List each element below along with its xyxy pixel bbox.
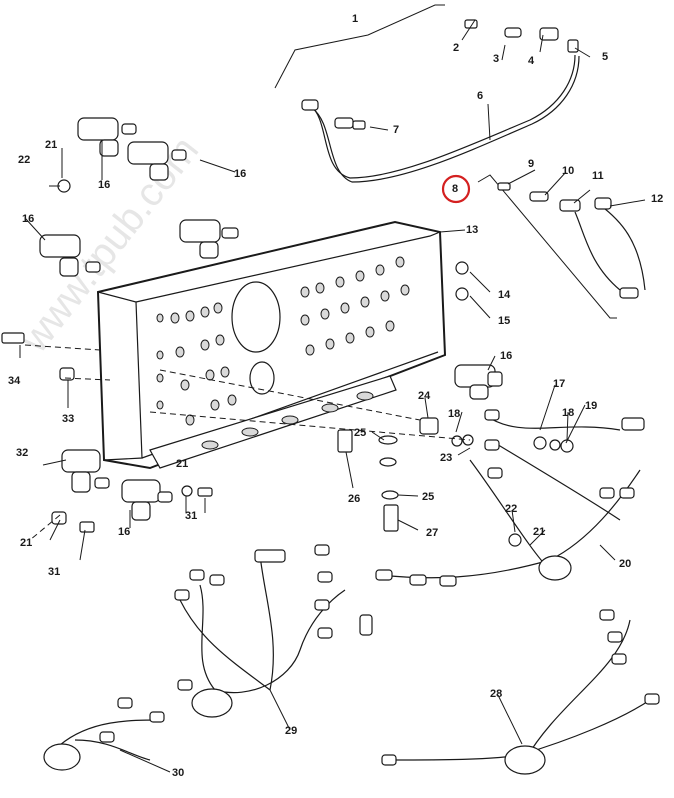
callout-17: 17 <box>553 378 565 390</box>
callout-25-a: 25 <box>354 427 366 439</box>
callout-8: 8 <box>452 183 458 195</box>
callout-34: 34 <box>8 375 21 387</box>
callout-31-a: 31 <box>185 510 197 522</box>
callout-28: 28 <box>490 688 502 700</box>
callout-2: 2 <box>453 42 459 54</box>
callout-29: 29 <box>285 725 297 737</box>
callout-32: 32 <box>16 447 28 459</box>
callout-11: 11 <box>592 170 604 182</box>
receptacles <box>1 117 503 533</box>
callout-16-a: 16 <box>98 179 110 191</box>
callout-3: 3 <box>493 53 499 65</box>
harness-28 <box>381 609 660 775</box>
callout-16-d: 16 <box>500 350 512 362</box>
callout-9: 9 <box>528 158 534 170</box>
callout-26: 26 <box>348 493 360 505</box>
callout-30: 30 <box>172 767 184 779</box>
harness-30 <box>43 697 165 771</box>
harness-top <box>274 4 580 183</box>
callout-16-c: 16 <box>22 213 34 225</box>
callout-18-a: 18 <box>448 408 460 420</box>
callout-10: 10 <box>562 165 574 177</box>
callout-4: 4 <box>528 55 535 67</box>
callout-21-a: 21 <box>45 139 57 151</box>
callout-13: 13 <box>466 224 478 236</box>
callout-19: 19 <box>585 400 597 412</box>
callout-1: 1 <box>352 13 358 25</box>
leader-lines <box>19 19 646 773</box>
center-hardware <box>24 261 574 547</box>
callout-16-e: 16 <box>118 526 130 538</box>
callout-21-d: 21 <box>20 537 32 549</box>
callout-22-a: 22 <box>18 154 30 166</box>
callout-24: 24 <box>418 390 431 402</box>
callout-16-b: 16 <box>234 168 246 180</box>
callout-27: 27 <box>426 527 438 539</box>
callout-14: 14 <box>498 289 511 301</box>
callout-33: 33 <box>62 413 74 425</box>
callout-25-b: 25 <box>422 491 434 503</box>
harness-20 <box>375 409 645 587</box>
callout-6: 6 <box>477 90 483 102</box>
callout-12: 12 <box>651 193 663 205</box>
callout-31-b: 31 <box>48 566 60 578</box>
callout-15: 15 <box>498 315 510 327</box>
callout-20: 20 <box>619 558 631 570</box>
callout-23: 23 <box>440 452 452 464</box>
callout-7: 7 <box>393 124 399 136</box>
callout-22-b: 22 <box>505 503 517 515</box>
callout-labels: 1 2 3 4 5 6 7 8 9 10 11 12 13 14 15 16 1… <box>8 13 663 779</box>
callout-21-b: 21 <box>176 458 188 470</box>
callout-21-c: 21 <box>533 526 545 538</box>
callout-5: 5 <box>602 51 608 63</box>
callout-8-highlight <box>441 174 471 204</box>
harness-29 <box>174 544 373 718</box>
instrument-panel <box>96 220 447 470</box>
callout-18-b: 18 <box>562 407 574 419</box>
